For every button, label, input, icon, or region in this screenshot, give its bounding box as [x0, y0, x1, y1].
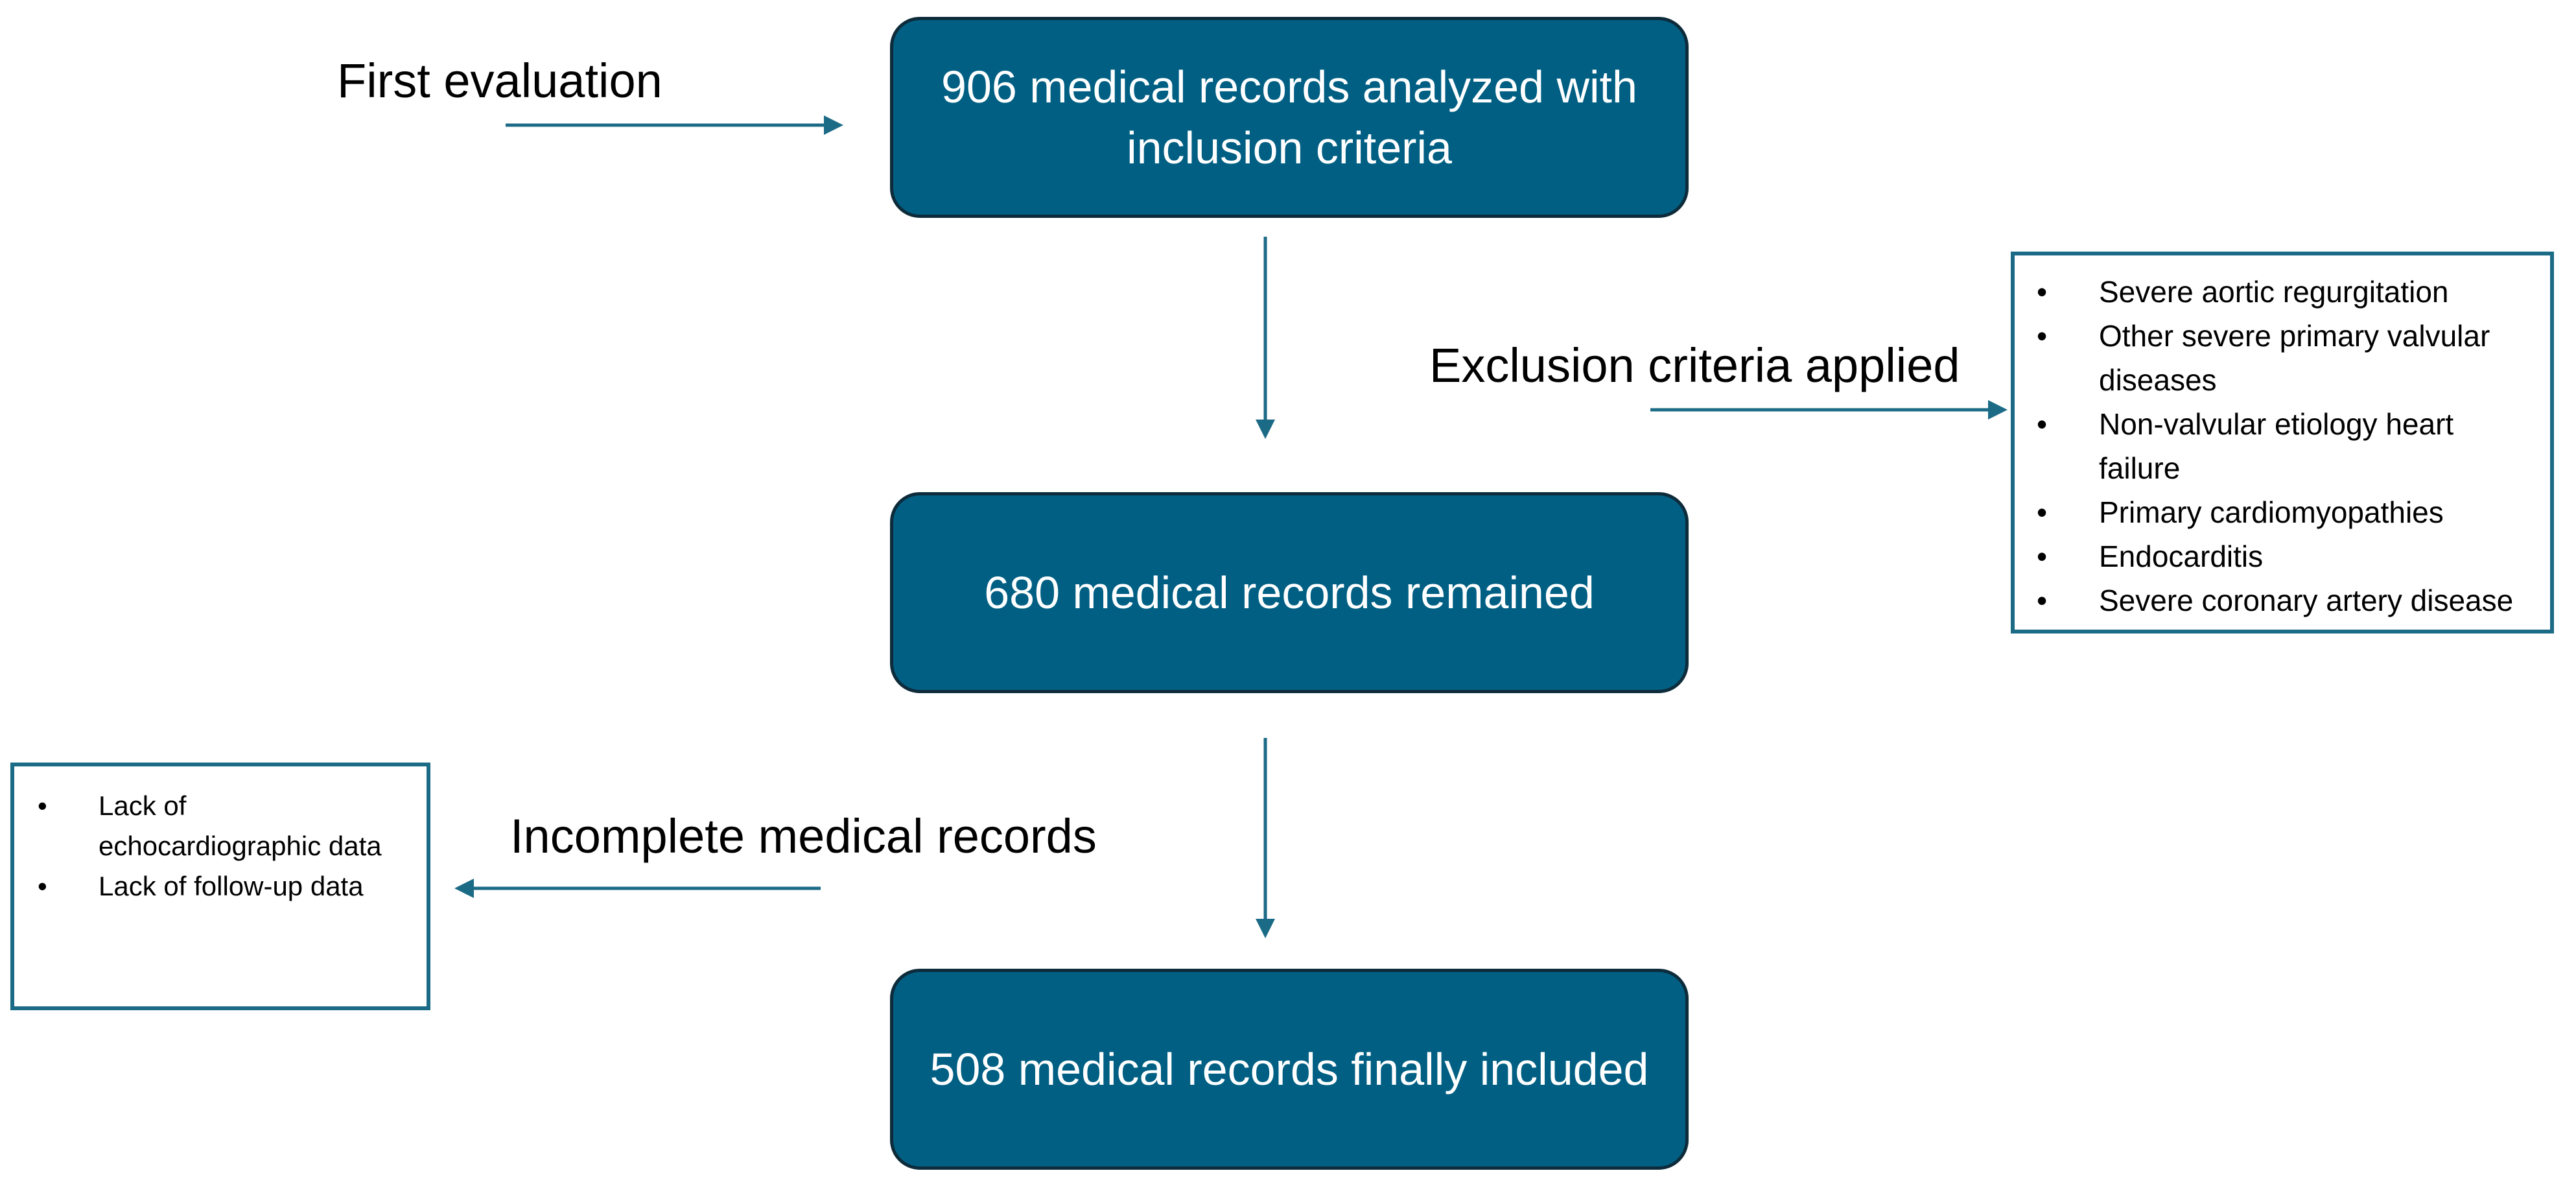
exclusion-item: Severe coronary artery disease — [2015, 578, 2537, 622]
incomplete-reasons-list: Lack of echocardiographic data Lack of f… — [14, 786, 414, 906]
stage-box-analyzed: 906 medical records analyzed with inclus… — [890, 17, 1689, 218]
incomplete-records-label: Incomplete medical records — [510, 809, 1097, 863]
exclusion-item: Severe aortic regurgitation — [2015, 270, 2537, 314]
stage-box-remained: 680 medical records remained — [890, 492, 1689, 693]
exclusion-item: Endocarditis — [2015, 534, 2537, 578]
incomplete-reason-item: Lack of echocardiographic data — [14, 786, 414, 866]
first-evaluation-label: First evaluation — [337, 54, 662, 108]
exclusion-item: Primary cardiomyopathies — [2015, 490, 2537, 534]
incomplete-reason-item: Lack of follow-up data — [14, 866, 414, 906]
stage-box-included: 508 medical records finally included — [890, 969, 1689, 1170]
incomplete-records-box: Lack of echocardiographic data Lack of f… — [10, 763, 430, 1010]
exclusion-criteria-box: Severe aortic regurgitation Other severe… — [2011, 252, 2554, 633]
exclusion-item: Non-valvular etiology heart failure — [2015, 402, 2537, 490]
exclusion-item: Other severe primary valvular diseases — [2015, 314, 2537, 402]
exclusion-criteria-label: Exclusion criteria applied — [1429, 338, 1960, 392]
exclusion-criteria-list: Severe aortic regurgitation Other severe… — [2015, 270, 2537, 622]
